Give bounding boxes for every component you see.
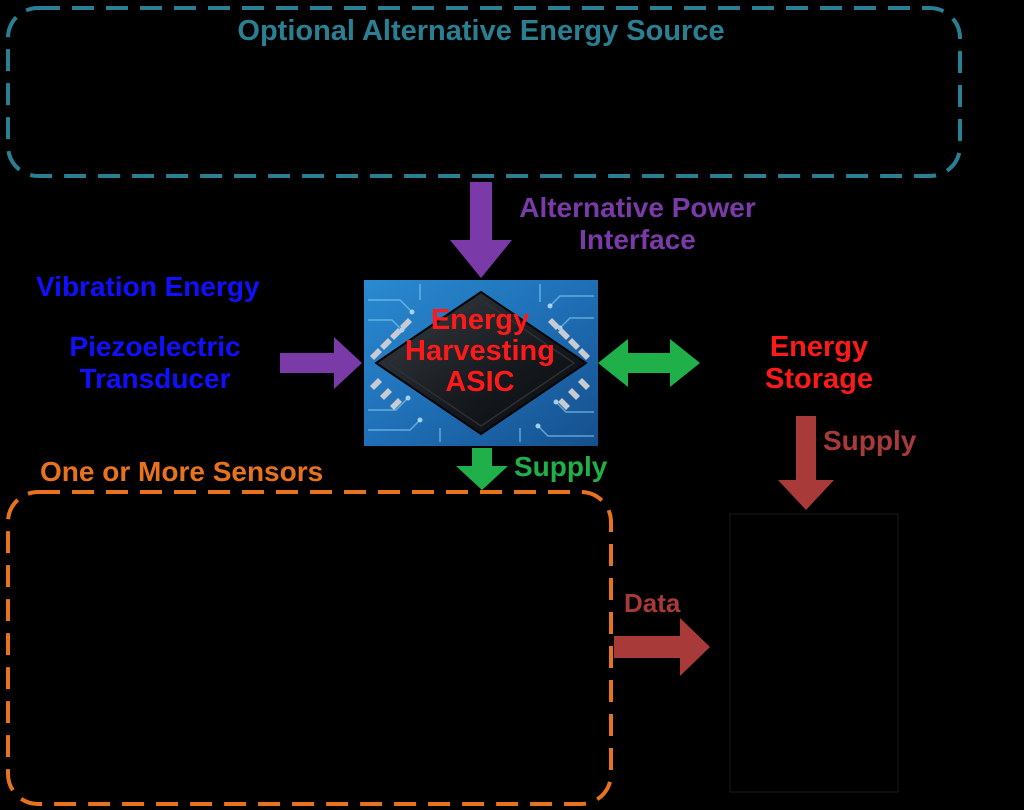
piezo-line1: Piezoelectric bbox=[69, 331, 241, 362]
alt-power-line2: Interface bbox=[579, 224, 696, 255]
vibration-energy-label: Vibration Energy bbox=[36, 271, 260, 302]
storage-supply-arrow bbox=[778, 416, 834, 510]
data-arrow bbox=[614, 618, 710, 676]
sensors-title: One or More Sensors bbox=[40, 456, 324, 487]
asic-line1: Energy bbox=[430, 304, 530, 336]
asic-label: Energy Harvesting ASIC bbox=[364, 305, 596, 398]
alt-power-label: Alternative Power Interface bbox=[490, 192, 785, 256]
output-block bbox=[729, 513, 899, 793]
alt-source-title: Optional Alternative Energy Source bbox=[237, 15, 725, 47]
alt-power-arrow bbox=[450, 182, 512, 278]
sensors-box bbox=[6, 490, 613, 806]
storage-line1: Energy bbox=[769, 331, 869, 363]
alt-power-line1: Alternative Power bbox=[519, 192, 756, 223]
storage-line2: Storage bbox=[765, 363, 873, 395]
storage-supply-label: Supply bbox=[823, 425, 917, 456]
piezo-line2: Transducer bbox=[79, 363, 231, 394]
piezo-transducer-label: Piezoelectric Transducer bbox=[40, 331, 270, 395]
asic-chip-icon bbox=[364, 280, 598, 446]
alt-source-box bbox=[6, 6, 962, 178]
storage-double-arrow bbox=[598, 339, 700, 387]
energy-storage-label: Energy Storage bbox=[730, 331, 908, 395]
asic-supply-label: Supply bbox=[514, 451, 608, 482]
asic-supply-arrow bbox=[456, 448, 508, 490]
asic-line2: Harvesting bbox=[405, 335, 555, 367]
asic-line3: ASIC bbox=[445, 366, 515, 398]
piezo-arrow bbox=[280, 337, 362, 389]
data-label: Data bbox=[624, 588, 681, 618]
